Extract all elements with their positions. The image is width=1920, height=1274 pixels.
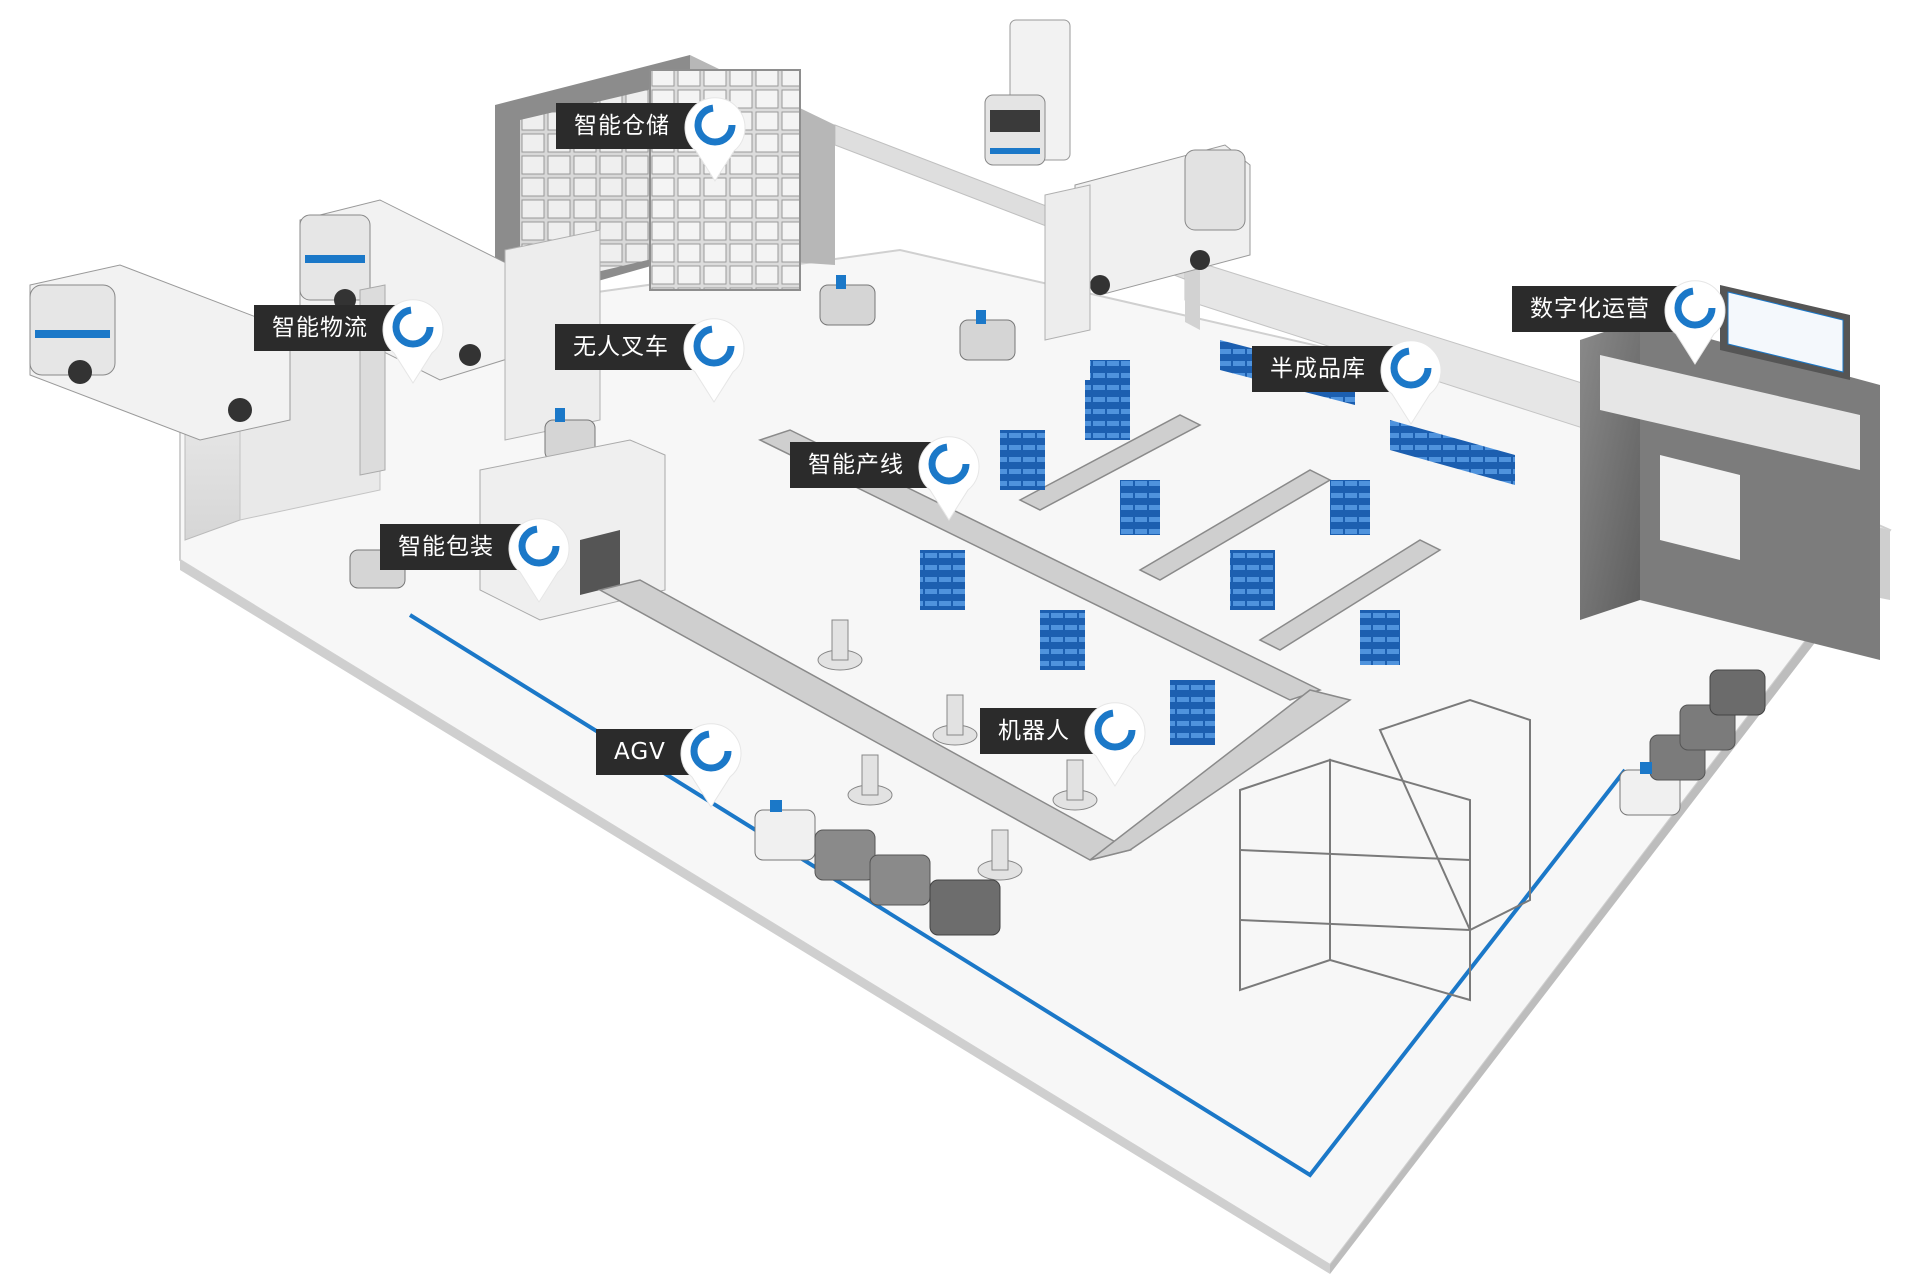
location-pin-icon <box>918 436 980 521</box>
callout-label: 数字化运营 <box>1512 286 1692 332</box>
callout-label: 智能产线 <box>790 442 946 488</box>
rack-carts <box>920 360 1400 745</box>
conveyor-lines <box>597 414 1442 861</box>
operations-room <box>1580 285 1880 660</box>
location-pin-icon <box>683 318 745 403</box>
workstation-frames <box>1239 698 1531 1002</box>
callout-smart-production-line[interactable]: 智能产线 <box>790 436 980 521</box>
location-pin-icon <box>508 518 570 603</box>
callout-unmanned-forklift[interactable]: 无人叉车 <box>555 318 745 403</box>
callout-semi-finished-store[interactable]: 半成品库 <box>1252 340 1442 425</box>
truck-left-lower <box>29 264 291 441</box>
callout-smart-packaging[interactable]: 智能包装 <box>380 518 570 603</box>
callout-agv[interactable]: AGV <box>596 723 742 808</box>
callout-label: 智能包装 <box>380 524 536 570</box>
agv-train-left <box>754 800 1001 936</box>
callout-label: 机器人 <box>980 708 1112 754</box>
robot-arms <box>817 619 1098 881</box>
location-pin-icon <box>684 97 746 182</box>
location-pin-icon <box>680 723 742 808</box>
truck-top-center <box>984 19 1071 166</box>
agv-train-right <box>1619 669 1766 816</box>
location-pin-icon <box>1380 340 1442 425</box>
callout-label: 无人叉车 <box>555 324 711 370</box>
callout-digital-operations[interactable]: 数字化运营 <box>1512 280 1726 365</box>
callout-smart-logistics[interactable]: 智能物流 <box>254 299 444 384</box>
location-pin-icon <box>1664 280 1726 365</box>
truck-right <box>1074 144 1251 296</box>
location-pin-icon <box>382 299 444 384</box>
callout-smart-warehouse[interactable]: 智能仓储 <box>556 97 746 182</box>
location-pin-icon <box>1084 702 1146 787</box>
callout-robot[interactable]: 机器人 <box>980 702 1146 787</box>
